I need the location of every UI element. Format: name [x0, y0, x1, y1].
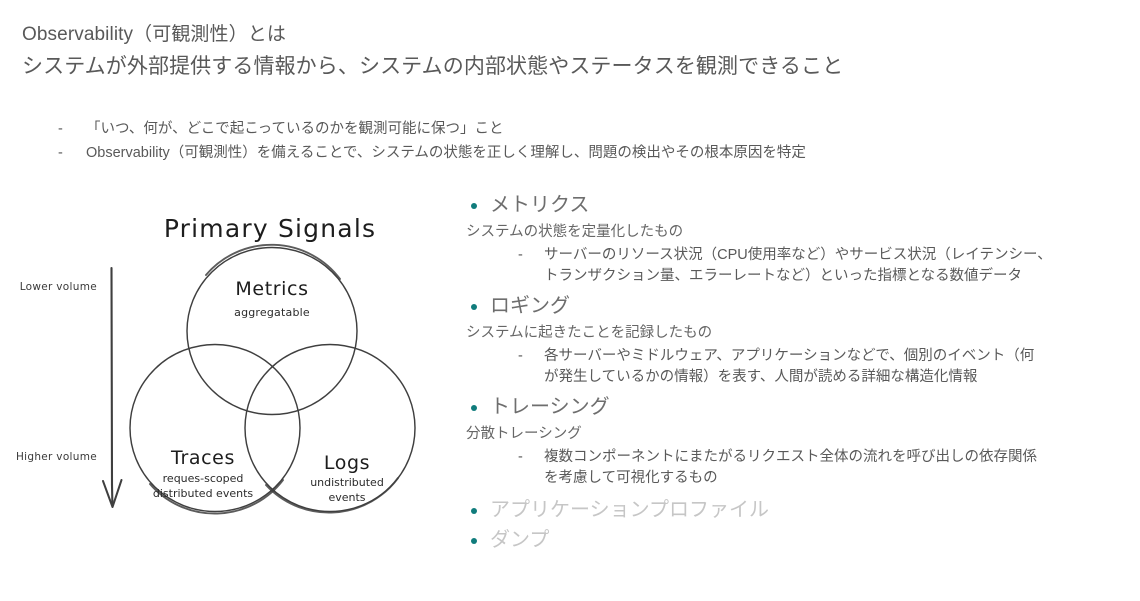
venn-sublabel-logs-line1: undistributed [310, 476, 384, 489]
signal-title-metrics[interactable]: メトリクス [466, 190, 1134, 220]
signal-title-app-profile[interactable]: アプリケーションプロファイル [466, 495, 1134, 525]
venn-axis-top-label: Lower volume [20, 281, 97, 293]
signal-sub-metrics: - サーバーのリソース状況（CPU使用率など）やサービス状況（レイテンシー、 ト… [518, 245, 1134, 287]
dash-marker-icon: - [518, 247, 523, 263]
signal-title-label: ダンプ [490, 529, 550, 551]
signal-sub-line1: 各サーバーやミドルウェア、アプリケーションなどで、個別のイベント（何 [544, 348, 1035, 364]
venn-label-logs: Logs [324, 452, 370, 474]
bullet-dot-icon [471, 405, 477, 411]
intro-bullet-item: - Observability（可観測性）を備えることで、システムの状態を正しく… [58, 141, 1118, 165]
signal-desc-metrics: システムの状態を定量化したもの [466, 224, 684, 240]
signal-sub-logging: - 各サーバーやミドルウェア、アプリケーションなどで、個別のイベント（何 が発生… [518, 346, 1134, 388]
page-title-line1: Observability（可観測性）とは [22, 24, 286, 45]
signal-block-dump: ダンプ [466, 525, 1134, 555]
venn-sublabel-traces-line2: distributed events [153, 487, 254, 500]
intro-bullet-list: - 「いつ、何が、どこで起こっているのかを観測可能に保つ」こと - Observ… [58, 117, 1118, 165]
venn-label-traces: Traces [170, 447, 235, 469]
signal-block-app-profile: アプリケーションプロファイル [466, 495, 1134, 525]
signal-title-dump[interactable]: ダンプ [466, 525, 1134, 555]
venn-circle-logs [244, 343, 416, 514]
signal-sub-tracing: - 複数コンポーネントにまたがるリクエスト全体の流れを呼び出しの依存関係 を考慮… [518, 447, 1134, 489]
page-title-line2: システムが外部提供する情報から、システムの内部状態やステータスを観測できること [22, 55, 844, 78]
signal-block-tracing: トレーシング 分散トレーシング - 複数コンポーネントにまたがるリクエスト全体の… [466, 392, 1134, 489]
slide-header: Observability（可観測性）とは システムが外部提供する情報から、シス… [22, 20, 1112, 84]
signal-title-label: アプリケーションプロファイル [490, 499, 769, 521]
venn-title: Primary Signals [164, 214, 376, 243]
primary-signals-venn-diagram: Primary Signals Lower volume Higher volu… [0, 192, 460, 552]
venn-axis-bottom-label: Higher volume [16, 451, 97, 463]
signal-sub-line1: 複数コンポーネントにまたがるリクエスト全体の流れを呼び出しの依存関係 [544, 449, 1037, 465]
venn-sublabel-logs-line2: events [328, 491, 365, 504]
venn-sublabel-metrics: aggregatable [234, 306, 310, 319]
signal-title-tracing[interactable]: トレーシング [466, 392, 1134, 422]
intro-bullet-item: - 「いつ、何が、どこで起こっているのかを観測可能に保つ」こと [58, 117, 1118, 141]
dash-marker-icon: - [518, 348, 523, 364]
signal-sub-line1: サーバーのリソース状況（CPU使用率など）やサービス状況（レイテンシー、 [544, 247, 1052, 263]
signal-sub-line2: トランザクション量、エラーレートなど）といった指標となる数値データ [544, 268, 1023, 284]
bullet-dot-icon [471, 304, 477, 310]
venn-circle-metrics [186, 243, 358, 416]
bullet-dot-icon [471, 538, 477, 544]
volume-axis [102, 266, 123, 508]
venn-circle-traces [129, 343, 301, 515]
dash-marker-icon: - [518, 449, 523, 465]
signal-desc-logging: システムに起きたことを記録したもの [466, 325, 713, 341]
venn-sublabel-traces-line1: reques-scoped [163, 472, 244, 485]
venn-label-metrics: Metrics [235, 278, 308, 300]
dash-marker-icon: - [58, 145, 63, 161]
signal-title-logging[interactable]: ロギング [466, 291, 1134, 321]
signal-sub-line2: が発生しているかの情報）を表す、人間が読める詳細な構造化情報 [544, 369, 978, 385]
bullet-dot-icon [471, 508, 477, 514]
intro-bullet-text: 「いつ、何が、どこで起こっているのかを観測可能に保つ」こと [86, 121, 504, 137]
signal-title-label: ロギング [490, 295, 570, 317]
bullet-dot-icon [471, 203, 477, 209]
intro-bullet-text: Observability（可観測性）を備えることで、システムの状態を正しく理解… [86, 145, 806, 161]
signal-desc-tracing: 分散トレーシング [466, 426, 582, 442]
signals-detail-column: メトリクス システムの状態を定量化したもの - サーバーのリソース状況（CPU使… [466, 190, 1134, 555]
signal-sub-line2: を考慮して可視化するもの [544, 470, 718, 486]
signal-block-logging: ロギング システムに起きたことを記録したもの - 各サーバーやミドルウェア、アプ… [466, 291, 1134, 388]
signal-block-metrics: メトリクス システムの状態を定量化したもの - サーバーのリソース状況（CPU使… [466, 190, 1134, 287]
signal-title-label: トレーシング [490, 396, 610, 418]
signal-title-label: メトリクス [490, 194, 590, 216]
dash-marker-icon: - [58, 121, 63, 137]
